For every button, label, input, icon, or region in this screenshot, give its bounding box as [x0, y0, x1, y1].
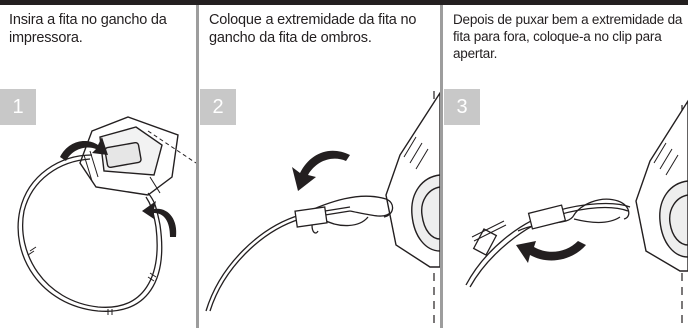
strap-illustration	[465, 198, 631, 288]
dashed-guide-line	[147, 130, 196, 164]
step-1-caption: Insira a fita no gancho da impressora.	[9, 12, 167, 46]
top-bar	[0, 0, 688, 5]
step-3-number-badge: 3	[444, 89, 480, 125]
step-3-illustration	[465, 99, 688, 328]
printer-illustration	[79, 116, 179, 196]
step-2-panel: Coloque a extremidade da fita no gancho …	[200, 5, 440, 328]
step-1-number-badge: 1	[0, 89, 36, 125]
step-1-illustration	[17, 116, 196, 315]
curved-arrow-icon	[142, 201, 177, 237]
step-3-caption: Depois de puxar bem a extremidade da fit…	[453, 12, 683, 61]
panel-divider	[440, 5, 443, 328]
curved-arrow-icon	[60, 137, 108, 161]
step-2-illustration	[205, 91, 440, 328]
printer-illustration	[635, 99, 688, 272]
strap-illustration	[205, 195, 394, 312]
curved-arrow-icon	[292, 150, 350, 191]
printer-illustration	[385, 91, 440, 268]
step-1-panel: Insira a fita no gancho da impressora. 1	[0, 5, 196, 328]
step-2-number-badge: 2	[200, 89, 236, 125]
step-3-panel: Depois de puxar bem a extremidade da fit…	[444, 5, 688, 328]
strap-illustration	[17, 154, 163, 315]
curved-arrow-icon	[516, 241, 586, 263]
step-2-caption: Coloque a extremidade da fita no gancho …	[209, 12, 417, 46]
panel-divider	[196, 5, 199, 328]
